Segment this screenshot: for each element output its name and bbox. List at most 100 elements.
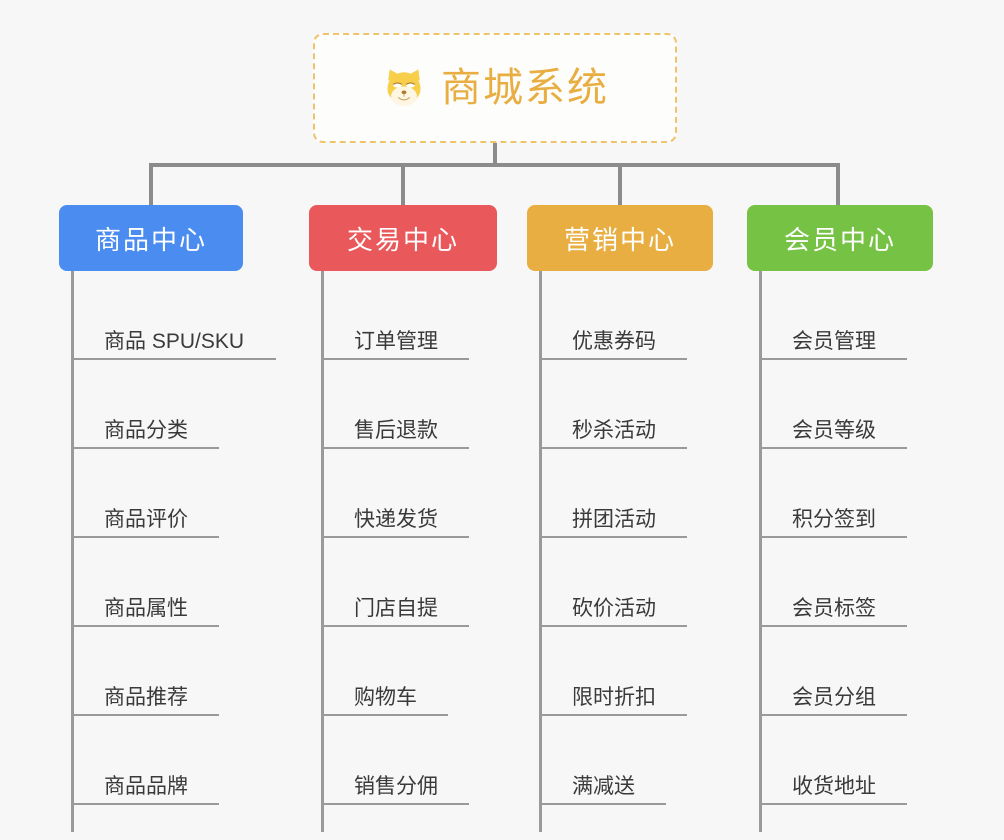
list-item-label: 商品 SPU/SKU (104, 329, 245, 353)
list-item[interactable]: 砍价活动 (527, 538, 757, 627)
list-item-underline (321, 536, 469, 538)
list-item[interactable]: 商品分类 (59, 360, 289, 449)
list-item-underline (71, 625, 219, 627)
list-item-underline (321, 625, 469, 627)
list-item-underline (321, 714, 448, 716)
branch-header-trade[interactable]: 交易中心 (309, 205, 497, 271)
branch-header-label: 交易中心 (346, 224, 459, 255)
list-item-label: 拼团活动 (572, 507, 656, 531)
branch-column-trade: 交易中心 订单管理 售后退款 快递发货 门店自提 购物车 (309, 205, 539, 832)
branch-items-product: 商品 SPU/SKU 商品分类 商品评价 商品属性 商品推荐 商品品牌 (59, 271, 289, 832)
list-item-label: 订单管理 (354, 329, 438, 353)
connector-trunk (493, 143, 497, 165)
branch-spine (321, 271, 324, 832)
list-item-label: 快递发货 (354, 507, 438, 531)
branch-spine (759, 271, 762, 832)
branch-header-label: 会员中心 (783, 224, 896, 255)
list-item[interactable]: 门店自提 (309, 538, 539, 627)
list-item-label: 秒杀活动 (572, 418, 656, 442)
list-item-underline (759, 536, 907, 538)
list-item-label: 满减送 (572, 774, 635, 798)
list-item[interactable]: 优惠券码 (527, 271, 757, 360)
list-item[interactable]: 商品品牌 (59, 716, 289, 805)
branch-header-product[interactable]: 商品中心 (59, 205, 243, 271)
list-item-label: 商品分类 (104, 418, 188, 442)
list-item[interactable]: 售后退款 (309, 360, 539, 449)
connector-horizontal-bar (149, 163, 839, 167)
list-item[interactable]: 销售分佣 (309, 716, 539, 805)
branch-column-member: 会员中心 会员管理 会员等级 积分签到 会员标签 会员分组 (747, 205, 977, 832)
root-title: 商城系统 (441, 66, 609, 110)
list-item-label: 商品品牌 (104, 774, 188, 798)
connector-drop-3 (836, 163, 840, 207)
list-item-underline (759, 803, 907, 805)
list-item[interactable]: 限时折扣 (527, 627, 757, 716)
shiba-dog-face-icon (387, 69, 421, 106)
branch-header-label: 营销中心 (563, 224, 676, 255)
branch-items-member: 会员管理 会员等级 积分签到 会员标签 会员分组 收货地址 (747, 271, 977, 832)
connector-drop-0 (149, 163, 153, 207)
list-item-underline (321, 358, 469, 360)
list-item[interactable]: 收货地址 (747, 716, 977, 805)
list-item-underline (71, 714, 219, 716)
list-item-underline (759, 625, 907, 627)
branch-header-member[interactable]: 会员中心 (747, 205, 933, 271)
list-item[interactable]: 商品属性 (59, 538, 289, 627)
list-item[interactable]: 购物车 (309, 627, 539, 716)
list-item[interactable]: 拼团活动 (527, 449, 757, 538)
list-item[interactable]: 会员分组 (747, 627, 977, 716)
list-item[interactable]: 满减送 (527, 716, 757, 805)
list-item-underline (539, 625, 687, 627)
list-item[interactable]: 积分签到 (747, 449, 977, 538)
list-item-label: 收货地址 (792, 774, 876, 798)
branch-spine (71, 271, 74, 832)
list-item-underline (539, 536, 687, 538)
list-item-label: 优惠券码 (572, 329, 656, 353)
list-item[interactable]: 商品推荐 (59, 627, 289, 716)
list-item-label: 积分签到 (792, 507, 876, 531)
list-item-underline (539, 358, 687, 360)
list-item[interactable]: 订单管理 (309, 271, 539, 360)
list-item-underline (321, 803, 469, 805)
list-item-underline (759, 447, 907, 449)
list-item[interactable]: 秒杀活动 (527, 360, 757, 449)
list-item-underline (71, 536, 219, 538)
branch-column-marketing: 营销中心 优惠券码 秒杀活动 拼团活动 砍价活动 限时折扣 (527, 205, 757, 832)
list-item-label: 限时折扣 (572, 685, 656, 709)
list-item-label: 商品推荐 (104, 685, 188, 709)
list-item-label: 会员分组 (792, 685, 876, 709)
list-item[interactable]: 会员等级 (747, 360, 977, 449)
list-item-label: 销售分佣 (354, 774, 438, 798)
list-item[interactable]: 快递发货 (309, 449, 539, 538)
list-item-underline (71, 803, 219, 805)
list-item[interactable]: 商品 SPU/SKU (59, 271, 289, 360)
list-item-underline (539, 714, 687, 716)
list-item[interactable]: 商品评价 (59, 449, 289, 538)
list-item-label: 售后退款 (354, 418, 438, 442)
connector-drop-2 (618, 163, 622, 207)
list-item-label: 砍价活动 (572, 596, 656, 620)
list-item-underline (71, 447, 219, 449)
branch-items-marketing: 优惠券码 秒杀活动 拼团活动 砍价活动 限时折扣 满减送 (527, 271, 757, 832)
list-item[interactable]: 会员标签 (747, 538, 977, 627)
list-item-label: 商品评价 (104, 507, 188, 531)
root-node[interactable]: 商城系统 (313, 33, 677, 143)
branch-header-marketing[interactable]: 营销中心 (527, 205, 713, 271)
connector-drop-1 (401, 163, 405, 207)
list-item[interactable]: 会员管理 (747, 271, 977, 360)
list-item-underline (759, 714, 907, 716)
list-item-underline (539, 803, 666, 805)
list-item-label: 会员等级 (792, 418, 876, 442)
list-item-underline (321, 447, 469, 449)
list-item-label: 购物车 (354, 685, 417, 709)
branch-column-product: 商品中心 商品 SPU/SKU 商品分类 商品评价 商品属性 商品推荐 (59, 205, 289, 832)
list-item-underline (759, 358, 907, 360)
list-item-underline (71, 358, 276, 360)
list-item-underline (539, 447, 687, 449)
list-item-label: 会员标签 (792, 596, 876, 620)
list-item-label: 门店自提 (354, 596, 438, 620)
list-item-label: 会员管理 (792, 329, 876, 353)
branch-spine (539, 271, 542, 832)
list-item-label: 商品属性 (104, 596, 188, 620)
